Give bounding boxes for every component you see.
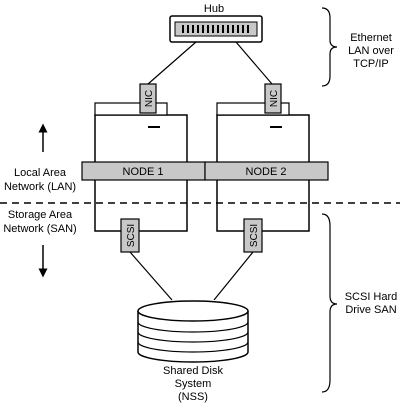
san-group-line-1: SCSI Hard bbox=[345, 291, 398, 303]
lan-zone-line-2: Network (LAN) bbox=[4, 181, 76, 193]
hub: Hub bbox=[169, 3, 263, 43]
node-1-drive-slot bbox=[148, 126, 160, 128]
san-zone-line-1: Storage Area bbox=[8, 209, 73, 221]
node-2-nic bbox=[264, 83, 282, 114]
san-brace bbox=[321, 213, 338, 393]
node-1-nic-label: NIC bbox=[144, 90, 155, 107]
san-zone-line-2: Network (SAN) bbox=[3, 223, 76, 235]
lan-brace bbox=[321, 7, 338, 87]
ethernet-cable-node1 bbox=[147, 41, 197, 85]
scsi-cable-node2 bbox=[213, 251, 254, 301]
lan-zone-line-1: Local Area bbox=[14, 167, 67, 179]
shared-disk-label: Shared Disk System (NSS) bbox=[163, 365, 223, 403]
lan-zone-label: Local Area Network (LAN) bbox=[4, 167, 76, 193]
node-2-drive-slot bbox=[270, 126, 282, 128]
lan-group-line-3: TCP/IP bbox=[353, 58, 388, 70]
node-2-nic-label: NIC bbox=[269, 90, 280, 107]
lan-group-line-1: Ethernet bbox=[350, 32, 392, 44]
hub-label: Hub bbox=[204, 3, 224, 15]
node-2-scsi-label: SCSI bbox=[249, 224, 260, 247]
ethernet-cable-node2 bbox=[235, 41, 273, 85]
node-1-nic bbox=[139, 83, 157, 114]
shared-disk-line-3: (NSS) bbox=[178, 391, 208, 403]
scsi-cable-node1 bbox=[129, 251, 173, 301]
shared-disk-line-1: Shared Disk bbox=[163, 365, 223, 377]
node-1-label: NODE 1 bbox=[123, 166, 164, 178]
san-group-label: SCSI Hard Drive SAN bbox=[345, 291, 398, 316]
hub-ports bbox=[182, 25, 249, 33]
node-1-scsi-label: SCSI bbox=[126, 224, 137, 247]
san-group-line-2: Drive SAN bbox=[345, 304, 396, 316]
shared-disk bbox=[137, 300, 249, 363]
san-zone-label: Storage Area Network (SAN) bbox=[3, 209, 76, 235]
lan-group-label: Ethernet LAN over TCP/IP bbox=[348, 32, 394, 70]
lan-group-line-2: LAN over bbox=[348, 45, 394, 57]
node-2: NODE 2 NIC SCSI bbox=[204, 83, 329, 253]
shared-disk-line-2: System bbox=[175, 378, 212, 390]
node-2-label: NODE 2 bbox=[246, 166, 287, 178]
node-1: NODE 1 NIC SCSI bbox=[81, 83, 206, 253]
node-2-band bbox=[204, 161, 329, 181]
